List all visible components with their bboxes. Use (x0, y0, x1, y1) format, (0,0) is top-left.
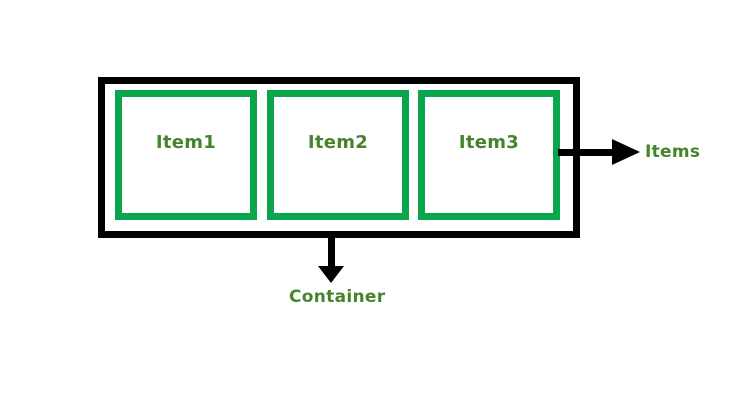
container-arrow-head-icon (318, 266, 344, 283)
items-label: Items (645, 142, 701, 162)
item-1-label: Item1 (155, 132, 217, 153)
item-2-label: Item2 (307, 132, 369, 153)
container-box (98, 77, 580, 238)
container-label: Container (289, 287, 386, 307)
item-box-2: Item2 (267, 90, 409, 220)
items-arrow-shaft (558, 149, 616, 156)
items-arrow-head-icon (612, 139, 640, 165)
item-box-1: Item1 (115, 90, 257, 220)
item-box-3: Item3 (418, 90, 560, 220)
container-arrow-shaft (328, 234, 335, 268)
item-3-label: Item3 (458, 132, 520, 153)
